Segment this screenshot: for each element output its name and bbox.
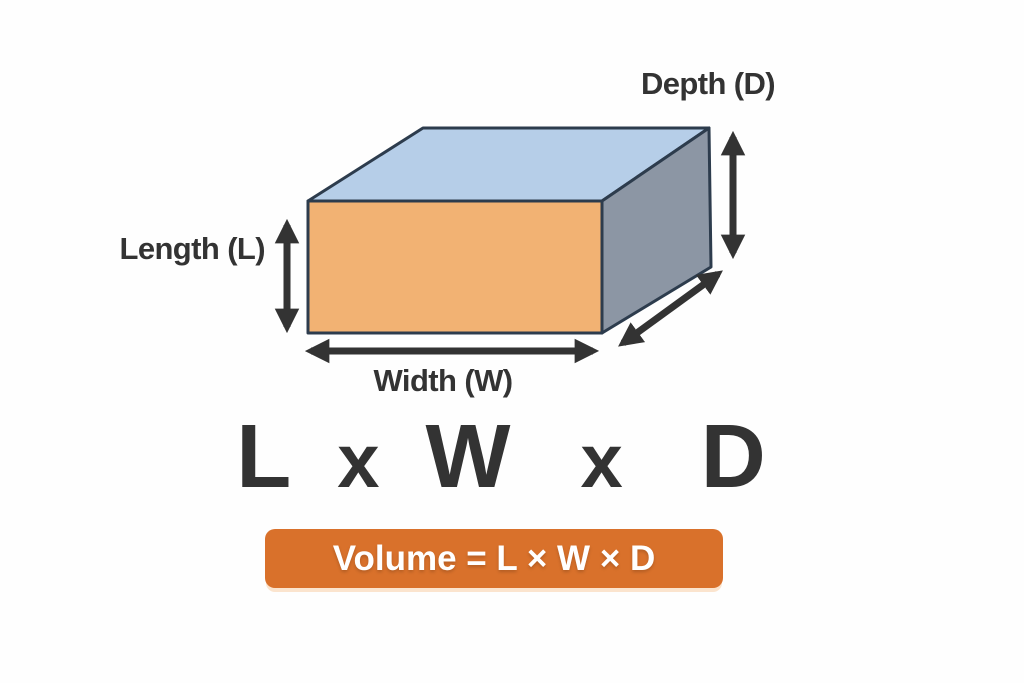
length-label: Length (L) [119, 231, 265, 266]
formula-term-depth: D [700, 407, 766, 507]
volume-badge-text: Volume = L × W × D [332, 538, 656, 578]
multiply-sign-icon: x [580, 419, 623, 504]
box-front-face [306, 199, 604, 335]
width-label: Width (W) [373, 363, 514, 398]
volume-badge: Volume = L × W × D [265, 529, 723, 588]
depth-label: Depth (D) [640, 66, 776, 101]
volume-formula: L x W x D [236, 407, 766, 507]
multiply-sign-icon: x [337, 419, 380, 504]
formula-term-length: L [236, 407, 291, 507]
depth-diagonal-dimension-arrow [618, 270, 723, 347]
formula-term-width: W [425, 407, 511, 507]
